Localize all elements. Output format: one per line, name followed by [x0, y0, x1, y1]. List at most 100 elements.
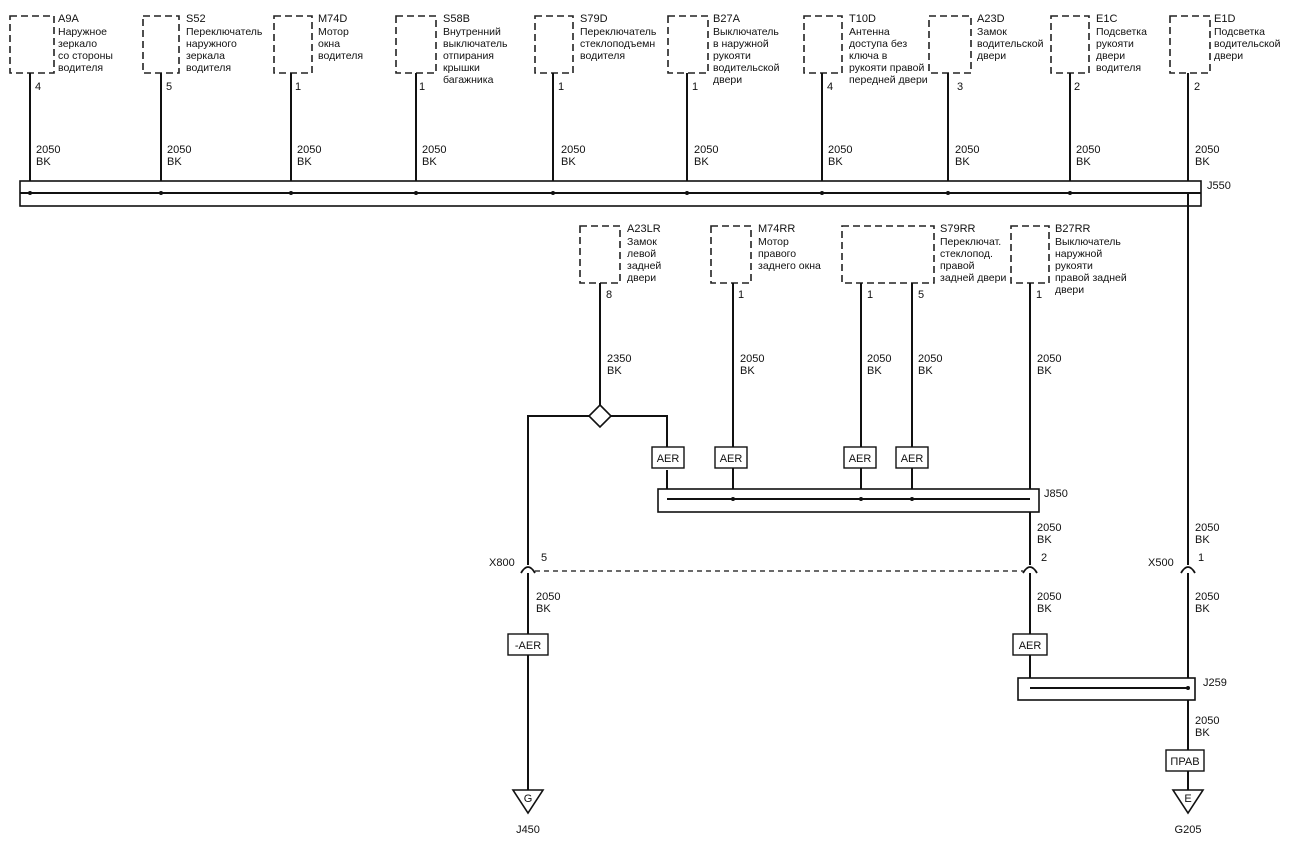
diagram-label: Внутренний — [443, 26, 501, 38]
wire-gauge: 2050 — [828, 144, 852, 156]
pin-number: 8 — [606, 289, 612, 301]
pin-number: 5 — [918, 289, 924, 301]
splice-name: J550 — [1207, 180, 1231, 192]
wire-gauge: 2050 — [955, 144, 979, 156]
diagram-label: водителя — [318, 50, 363, 62]
diagram-label: Подсветка — [1214, 26, 1265, 38]
diagram-label: 2350 — [607, 353, 631, 365]
ground-symbol — [1171, 789, 1205, 815]
component-a23lr: A23LR Замок левой задней двери 8 — [579, 223, 661, 301]
wire-color: BK — [422, 156, 437, 168]
diagram-label: водителя — [58, 62, 103, 74]
pin-number: 2 — [1194, 81, 1200, 93]
component-s79rr: S79RR Переключат. стеклопод. правой задн… — [841, 223, 1006, 301]
pin-number: 1 — [738, 289, 744, 301]
diagram-label: двери — [977, 50, 1006, 62]
diagram-label: 2050 — [867, 353, 891, 365]
diagram-label: двери — [713, 74, 742, 86]
diagram-label: BK — [1195, 603, 1210, 615]
diagram-label: стеклоподъемн — [580, 38, 655, 50]
aer-tag: AER — [720, 453, 743, 465]
splice-j550: J550 — [19, 180, 1231, 207]
diagram-label: X500 — [1148, 557, 1174, 569]
diagram-label: Переключатель — [580, 26, 657, 38]
diagram-label: 2050 — [1037, 353, 1061, 365]
connector-x500: X500 1 2050 BK — [1148, 552, 1219, 754]
diagram-label: водительской — [977, 38, 1044, 50]
diagram-label: B27RR — [1055, 223, 1091, 235]
diagram-label: рукояти правой — [849, 62, 924, 74]
pin-number: 1 — [295, 81, 301, 93]
component-s58b: S58B Внутренний выключатель отпирания кр… — [395, 13, 508, 93]
splice-name: J850 — [1044, 488, 1068, 500]
diagram-label: отпирания — [443, 50, 494, 62]
diagram-label: рукояти — [1055, 260, 1093, 272]
pin-number: 5 — [166, 81, 172, 93]
diagram-label: стеклопод. — [940, 248, 993, 260]
diagram-label: в наружной — [713, 38, 769, 50]
diagram-label: B27A — [713, 13, 741, 25]
aer-tags: AER AER AER AER — [651, 446, 929, 469]
diagram-label: BK — [740, 365, 755, 377]
wire-color: BK — [694, 156, 709, 168]
ground-letter: G — [524, 793, 533, 805]
pin-number: 1 — [867, 289, 873, 301]
diagram-label: правого — [758, 248, 796, 260]
diagram-label: 1 — [1198, 552, 1204, 564]
diagram-label: 2050 — [740, 353, 764, 365]
diagram-label: заднего окна — [758, 260, 821, 272]
aer-tag: AER — [901, 453, 924, 465]
wire-gauge: 2050 — [1076, 144, 1100, 156]
top-wires: 2050 BK 2050 BK 2050 BK 2050 BK 2050 BK … — [29, 73, 1219, 193]
wire-color: BK — [955, 156, 970, 168]
wire-color: BK — [1195, 534, 1210, 546]
diagram-label: Выключатель — [1055, 236, 1121, 248]
diagram-label: со стороны — [58, 50, 113, 62]
diagram-label: 2050 — [536, 591, 560, 603]
top-components: A9A Наружное зеркало со стороны водителя… — [9, 13, 1281, 93]
wire-color: BK — [828, 156, 843, 168]
lower-wires: 2350 BK 2050 BK 2050 BK 2050 BK 2050 BK — [527, 283, 1061, 565]
component-e1d: E1D Подсветка водительской двери 2 — [1169, 13, 1281, 93]
wire-color: BK — [36, 156, 51, 168]
component-a9a: A9A Наружное зеркало со стороны водителя… — [9, 13, 113, 93]
diagram-label: водительской — [1214, 38, 1281, 50]
diagram-label: A9A — [58, 13, 79, 25]
aer-tag: AER — [1019, 640, 1042, 652]
diagram-label: Выключатель — [713, 26, 779, 38]
pin-number: 1 — [419, 81, 425, 93]
diagram-label: BK — [1037, 365, 1052, 377]
diagram-label: Мотор — [318, 26, 349, 38]
diagram-label: S79D — [580, 13, 608, 25]
diagram-label: правой задней — [1055, 272, 1127, 284]
diagram-label: M74RR — [758, 223, 795, 235]
aer-tag: AER — [657, 453, 680, 465]
diagram-label: правой — [940, 260, 975, 272]
pin-number: 2 — [1074, 81, 1080, 93]
diagram-label: рукояти — [713, 50, 751, 62]
ground-name: J450 — [516, 824, 540, 836]
diagram-label: BK — [536, 603, 551, 615]
component-e1c: E1C Подсветка рукояти двери водителя 2 — [1050, 13, 1147, 93]
component-b27a: B27A Выключатель в наружной рукояти води… — [667, 13, 780, 93]
component-s52: S52 Переключатель наружного зеркала води… — [142, 13, 263, 93]
ground-name: G205 — [1175, 824, 1202, 836]
diagram-label: задней двери — [940, 272, 1006, 284]
pin-number: 1 — [558, 81, 564, 93]
pin-number: 4 — [35, 81, 41, 93]
wire-color: BK — [167, 156, 182, 168]
diagram-label: T10D — [849, 13, 876, 25]
diagram-label: E1D — [1214, 13, 1235, 25]
connector-x800: X800 5 2 2050 BK 2050 BK — [489, 552, 1061, 634]
diagram-label: Подсветка — [1096, 26, 1147, 38]
diagram-label: BK — [607, 365, 622, 377]
diagram-label: S79RR — [940, 223, 976, 235]
lower-components: A23LR Замок левой задней двери 8 M74RR М… — [579, 223, 1127, 301]
ground-g205-branch: AER J259 2050 BK ПРАВ E G205 — [1012, 633, 1227, 836]
diagram-label: Замок — [977, 26, 1007, 38]
wire-gauge: 2050 — [36, 144, 60, 156]
component-a23d: A23D Замок водительской двери 3 — [928, 13, 1044, 93]
diagram-label: E1C — [1096, 13, 1117, 25]
diagram-label: 2050 — [1195, 715, 1219, 727]
diagram-label: 2050 — [1037, 591, 1061, 603]
